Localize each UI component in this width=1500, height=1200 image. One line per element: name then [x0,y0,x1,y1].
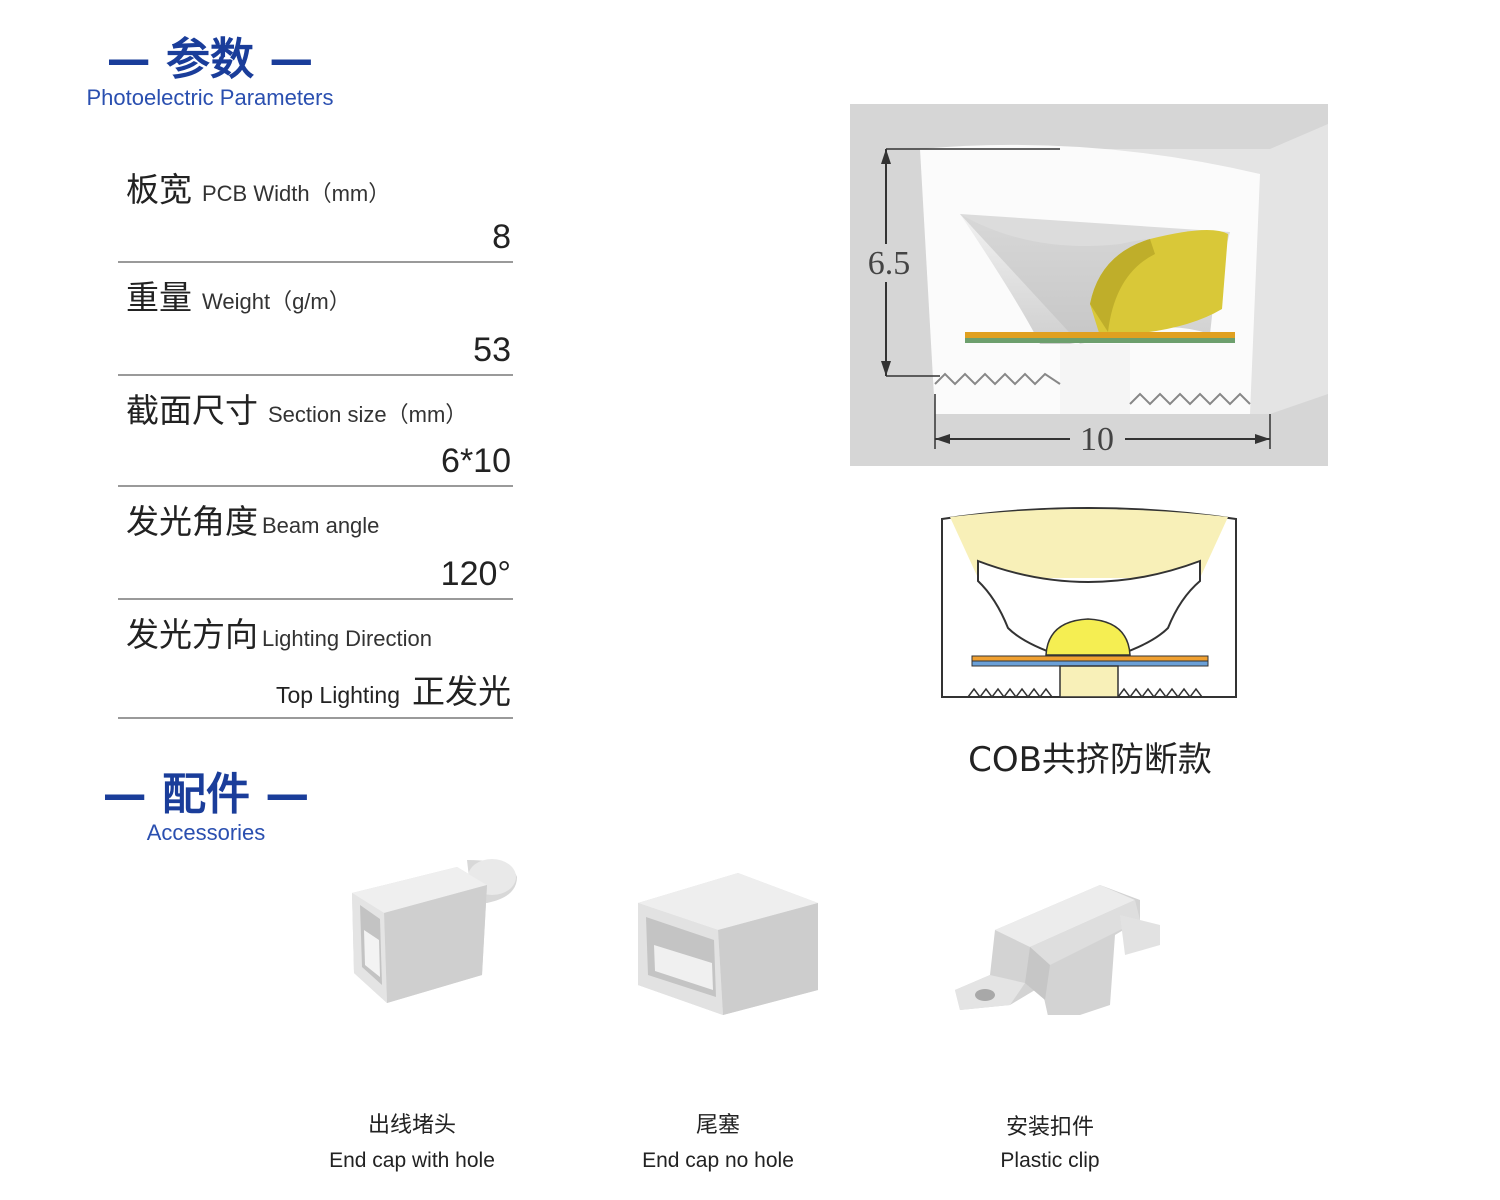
param-label-en: Beam angle [262,513,380,538]
param-value: 53 [473,331,511,369]
param-value: 6*10 [441,442,511,480]
height-dimension-label: 6.5 [868,245,911,282]
param-row-section-size: 截面尺寸 Section size（mm） 6*10 [118,376,513,487]
product-caption: COB共挤防断款 [968,740,1212,780]
accessories-title-en: Accessories [146,820,266,845]
params-title-cn: — 参数 — [106,34,314,85]
plastic-clip-image [955,885,1160,1015]
param-value: 8 [492,218,511,256]
param-value: 120° [440,555,511,593]
param-label-en: Section size（mm） [268,402,468,427]
cross-section-3d-diagram: 6.5 10 [850,104,1328,466]
param-label-en: Weight（g/m） [202,289,351,314]
width-dimension-label: 10 [1080,421,1114,458]
param-label-cn: 重量 [126,278,192,317]
accessory-name-cn: 尾塞 [695,1113,740,1138]
accessory-name-en: End cap no hole [642,1149,794,1172]
param-label-cn: 发光角度 [126,502,258,541]
params-section-header: — 参数 — Photoelectric Parameters [60,35,360,111]
end-cap-no-hole-image [638,873,818,1015]
params-table: 板宽 PCB Width（mm） 8 重量 Weight（g/m） 53 截面尺寸 S… [118,155,513,719]
param-row-weight: 重量 Weight（g/m） 53 [118,263,513,376]
param-label-en: PCB Width（mm） [202,181,391,206]
accessory-end-cap-with-hole: 出线堵头 End cap with hole [282,855,542,1185]
param-label-cn: 发光方向 [126,615,258,654]
accessory-end-cap-no-hole: 尾塞 End cap no hole [588,855,848,1185]
param-value: Top Lighting 正发光 [276,665,511,713]
param-row-pcb-width: 板宽 PCB Width（mm） 8 [118,155,513,263]
param-label-en: Lighting Direction [262,626,432,651]
params-title-en: Photoelectric Parameters [86,85,334,110]
accessories-title-cn: — 配件 — [102,769,310,820]
accessory-name-en: Plastic clip [1000,1149,1100,1172]
cross-section-2d-diagram [941,507,1237,699]
accessory-name-cn: 出线堵头 [367,1113,456,1138]
accessory-plastic-clip: 安装扣件 Plastic clip [920,855,1180,1185]
accessory-name-cn: 安装扣件 [1005,1115,1094,1140]
end-cap-with-hole-image [352,859,517,1003]
accessory-name-en: End cap with hole [329,1149,495,1172]
param-value-en: Top Lighting [275,682,400,708]
accessories-section-header: — 配件 — Accessories [60,770,352,846]
param-label-cn: 板宽 [126,170,192,209]
param-value-cn: 正发光 [412,672,511,711]
param-label-cn: 截面尺寸 [126,391,258,430]
